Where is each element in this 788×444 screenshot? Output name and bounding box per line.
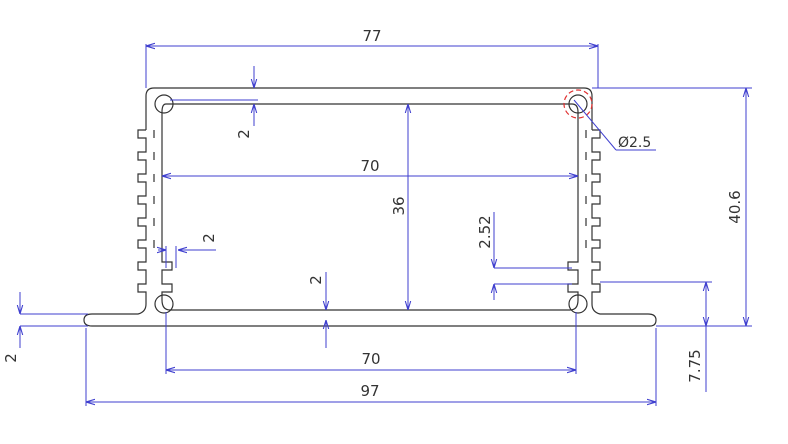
outer-shell-top bbox=[145, 87, 593, 130]
label-rail-offset: 2.52 bbox=[476, 215, 494, 248]
screw-boss-top-right bbox=[568, 94, 588, 114]
inner-cavity bbox=[161, 103, 579, 311]
label-36: 36 bbox=[390, 196, 408, 215]
label-rail-height: 7.75 bbox=[686, 349, 704, 382]
label-70: 70 bbox=[360, 157, 379, 175]
label-base-thickness: 2 bbox=[2, 353, 20, 363]
label-wall-bottom: 2 bbox=[307, 275, 325, 285]
label-40-6: 40.6 bbox=[726, 190, 744, 223]
screw-boss-top-left bbox=[154, 94, 174, 114]
left-fins bbox=[83, 129, 657, 327]
label-97: 97 bbox=[360, 382, 379, 400]
hole-highlight bbox=[563, 89, 593, 119]
screw-boss-bottom-left bbox=[154, 294, 174, 314]
label-hole-diameter: Ø2.5 bbox=[618, 135, 651, 151]
label-wall-top: 2 bbox=[235, 129, 253, 139]
screw-boss-bottom-right bbox=[568, 294, 588, 314]
label-77: 77 bbox=[362, 27, 381, 45]
hole-leader bbox=[573, 99, 617, 151]
dimension-lines bbox=[20, 44, 752, 406]
label-70-bottom: 70 bbox=[361, 350, 380, 368]
dimension-labels: 77 70 70 97 36 40.6 2 2 2 2.52 2 7.75 Ø2… bbox=[2, 27, 744, 400]
profile-outline bbox=[83, 87, 657, 327]
label-fin-thickness: 2 bbox=[200, 233, 218, 243]
